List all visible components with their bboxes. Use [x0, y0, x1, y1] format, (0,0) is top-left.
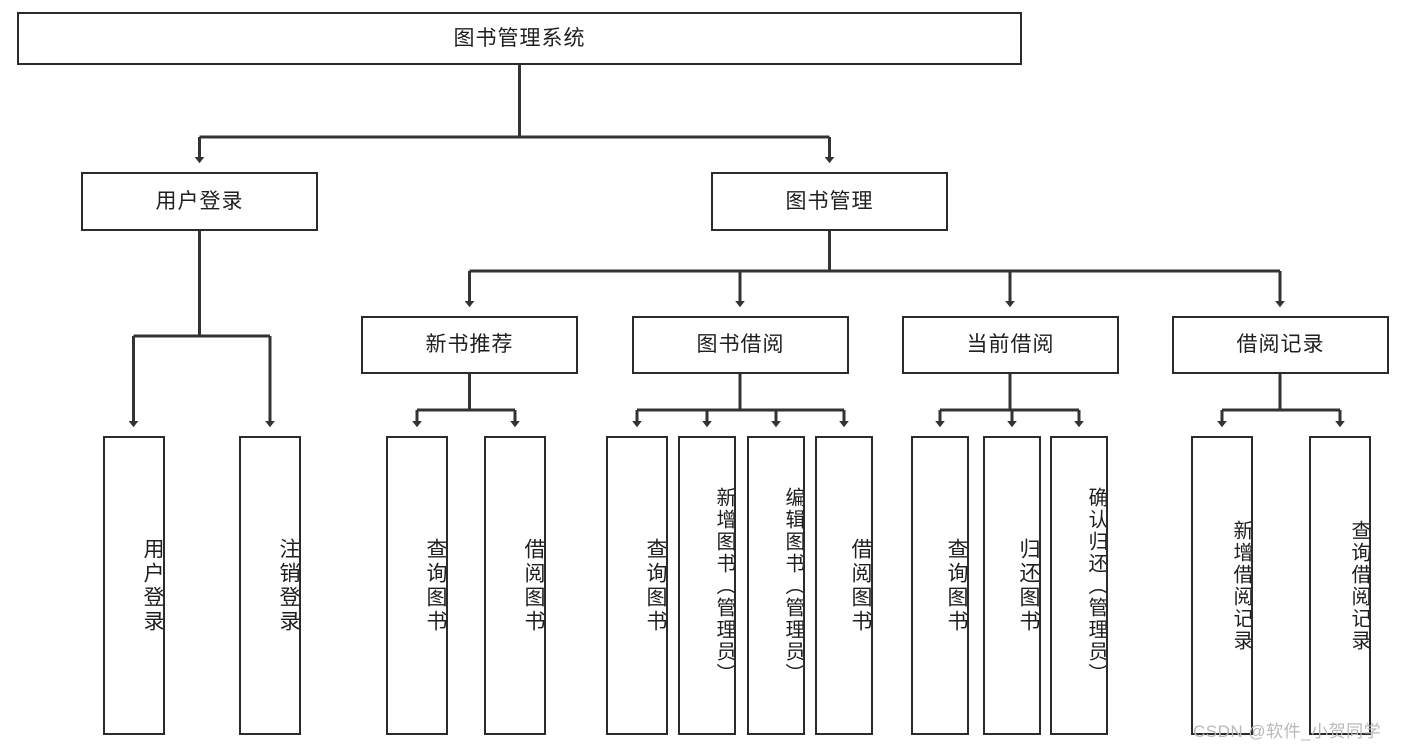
node-root-label: 图书管理系统: [453, 26, 586, 50]
leaf-node-label: 查询图书: [644, 537, 667, 634]
leaf-node-label: 确认归还（管理员）: [1085, 486, 1107, 685]
leaf-node-label: 查询图书: [424, 537, 447, 634]
leaf-node-label: 借阅图书: [522, 537, 545, 634]
leaf-node[interactable]: 新增借阅记录: [1191, 436, 1253, 735]
leaf-node[interactable]: 借阅图书: [484, 436, 546, 735]
watermark-text: CSDN @软件_小贺同学: [1193, 722, 1382, 741]
leaf-node[interactable]: 查询图书: [386, 436, 448, 735]
leaf-node-label: 用户登录: [141, 537, 164, 634]
leaf-node[interactable]: 查询图书: [911, 436, 969, 735]
node-new-book-recommend-label: 新书推荐: [425, 333, 514, 357]
leaf-node-label: 注销登录: [277, 537, 300, 634]
leaf-node[interactable]: 用户登录: [103, 436, 165, 735]
node-borrow-record[interactable]: 借阅记录: [1172, 316, 1389, 374]
leaf-node[interactable]: 查询借阅记录: [1309, 436, 1371, 735]
leaf-node-label: 新增图书（管理员）: [713, 486, 735, 685]
node-book-manage[interactable]: 图书管理: [711, 172, 948, 231]
leaf-node[interactable]: 借阅图书: [815, 436, 873, 735]
node-book-borrow-label: 图书借阅: [696, 333, 785, 357]
leaf-node[interactable]: 编辑图书（管理员）: [747, 436, 805, 735]
leaf-node-label: 查询借阅记录: [1348, 519, 1370, 652]
leaf-node[interactable]: 注销登录: [239, 436, 301, 735]
leaf-node[interactable]: 新增图书（管理员）: [678, 436, 736, 735]
node-user-login[interactable]: 用户登录: [81, 172, 318, 231]
leaf-node-label: 新增借阅记录: [1230, 519, 1252, 652]
leaf-node-label: 编辑图书（管理员）: [782, 486, 804, 685]
leaf-node[interactable]: 确认归还（管理员）: [1050, 436, 1108, 735]
node-book-borrow[interactable]: 图书借阅: [632, 316, 849, 374]
node-book-manage-label: 图书管理: [785, 189, 874, 213]
leaf-node-label: 归还图书: [1017, 537, 1040, 634]
leaf-node-label: 借阅图书: [849, 537, 872, 634]
node-user-login-label: 用户登录: [155, 189, 244, 213]
leaf-node-label: 查询图书: [945, 537, 968, 634]
node-current-borrow[interactable]: 当前借阅: [902, 316, 1119, 374]
leaf-node[interactable]: 查询图书: [606, 436, 668, 735]
node-new-book-recommend[interactable]: 新书推荐: [361, 316, 578, 374]
node-current-borrow-label: 当前借阅: [966, 333, 1055, 357]
node-borrow-record-label: 借阅记录: [1236, 333, 1325, 357]
node-root[interactable]: 图书管理系统: [17, 12, 1022, 65]
leaf-node[interactable]: 归还图书: [983, 436, 1041, 735]
